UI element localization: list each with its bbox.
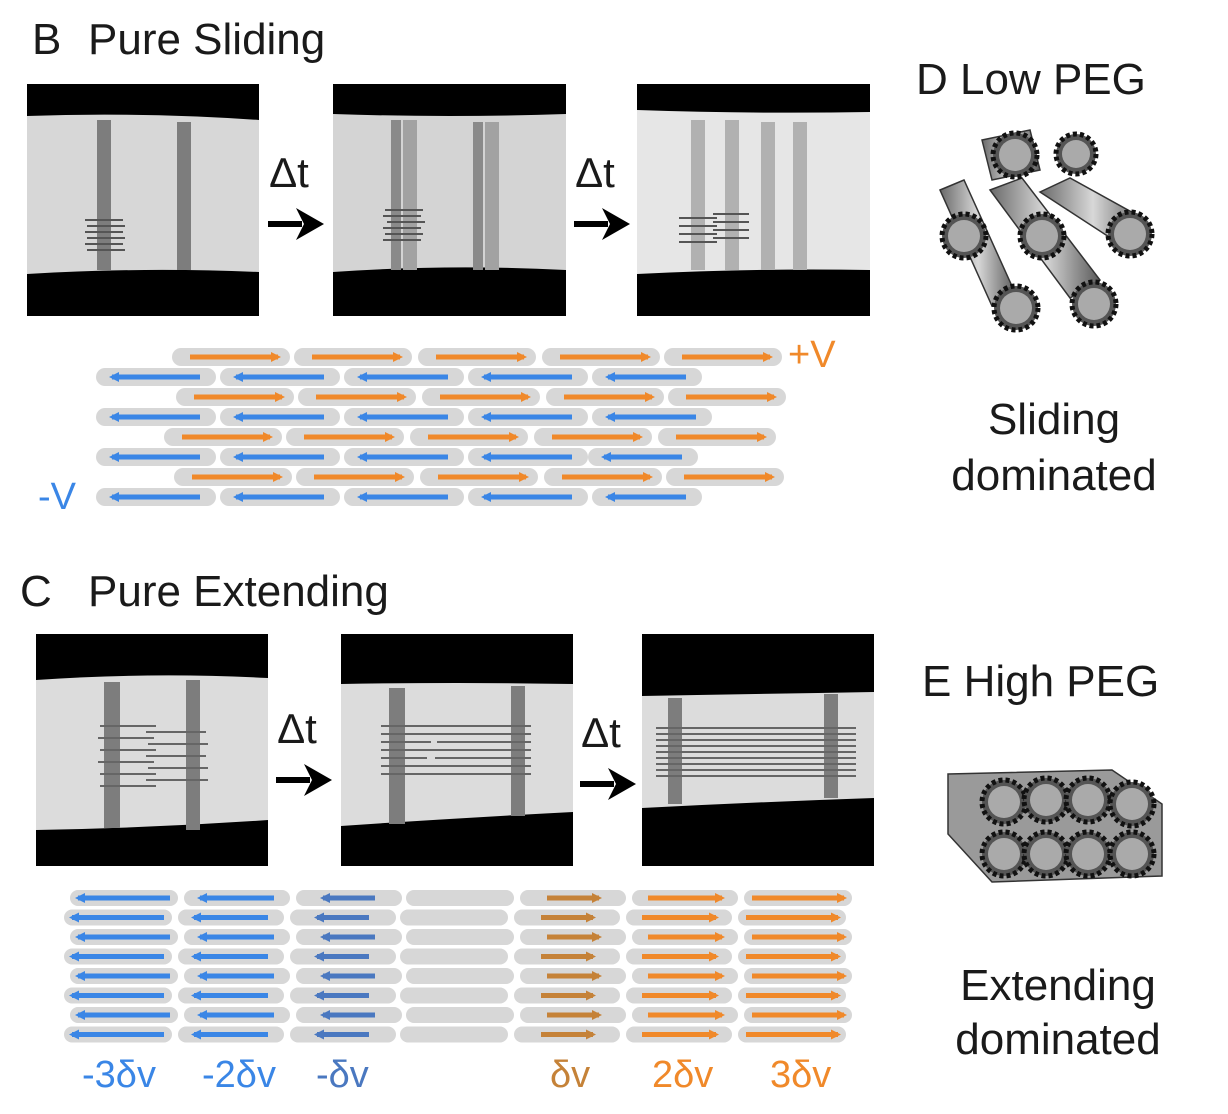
filament-bar — [400, 987, 508, 1004]
plus-row — [176, 388, 786, 406]
panel-c-frame-1 — [36, 634, 268, 866]
time-step-label: Δt — [575, 149, 615, 196]
extending-schematic — [64, 890, 852, 1043]
velocity-label-neg1: -δv — [316, 1054, 369, 1096]
time-step-label: Δt — [269, 149, 309, 196]
filament-bar — [400, 1026, 508, 1043]
minus-row — [96, 368, 702, 386]
minus-v-label: -V — [38, 476, 76, 518]
minus-row — [96, 408, 712, 426]
extending-rows — [64, 890, 852, 1043]
panel-b-frame-1 — [27, 84, 259, 316]
panel-c-letter: C — [20, 567, 52, 616]
panel-e-title: E High PEG — [922, 657, 1160, 706]
velocity-label-pos1: δv — [550, 1054, 591, 1096]
velocity-label-pos2: 2δv — [652, 1054, 714, 1096]
panel-c-frame-3 — [642, 634, 874, 866]
right-arrow-icon — [574, 208, 630, 240]
velocity-label-neg2: -2δv — [202, 1054, 276, 1096]
panel-d-caption-line1: Sliding — [987, 395, 1121, 444]
plus-row — [174, 468, 784, 486]
panel-e-caption-line2: dominated — [955, 1015, 1161, 1064]
plus-v-label: +V — [788, 334, 836, 376]
right-arrow-icon — [276, 764, 332, 796]
panel-c-frame-2 — [341, 634, 573, 866]
right-arrow-icon — [580, 768, 636, 800]
filament-bar — [406, 890, 514, 906]
filament-bar — [406, 929, 514, 945]
right-arrow-icon — [268, 208, 324, 240]
plus-row — [172, 348, 782, 366]
panel-c-title: Pure Extending — [88, 567, 389, 616]
minus-row — [96, 488, 702, 506]
filament-bar — [406, 968, 514, 984]
plus-row — [164, 428, 776, 446]
panel-e-caption-line1: Extending — [960, 961, 1156, 1010]
filament-bar — [400, 909, 508, 926]
velocity-label-pos3: 3δv — [770, 1054, 832, 1096]
filament-bar — [400, 948, 508, 965]
time-step-label: Δt — [277, 705, 317, 752]
panel-d-caption-line2: dominated — [951, 451, 1157, 500]
tube-ends — [939, 130, 1155, 333]
filament-bar — [406, 1007, 514, 1023]
low-peg-bundle-illustration — [939, 129, 1155, 333]
high-peg-bundle-illustration — [947, 769, 1163, 883]
panel-b-letter: B — [32, 15, 62, 64]
time-step-label: Δt — [581, 709, 621, 756]
panel-b-frame-3 — [637, 84, 870, 316]
sliding-schematic — [96, 348, 786, 506]
panel-b-frame-2 — [333, 84, 566, 316]
velocity-label-neg3: -3δv — [82, 1054, 156, 1096]
minus-row — [96, 448, 698, 466]
panel-d-title: D Low PEG — [916, 55, 1146, 104]
panel-b-title: Pure Sliding — [88, 15, 326, 64]
